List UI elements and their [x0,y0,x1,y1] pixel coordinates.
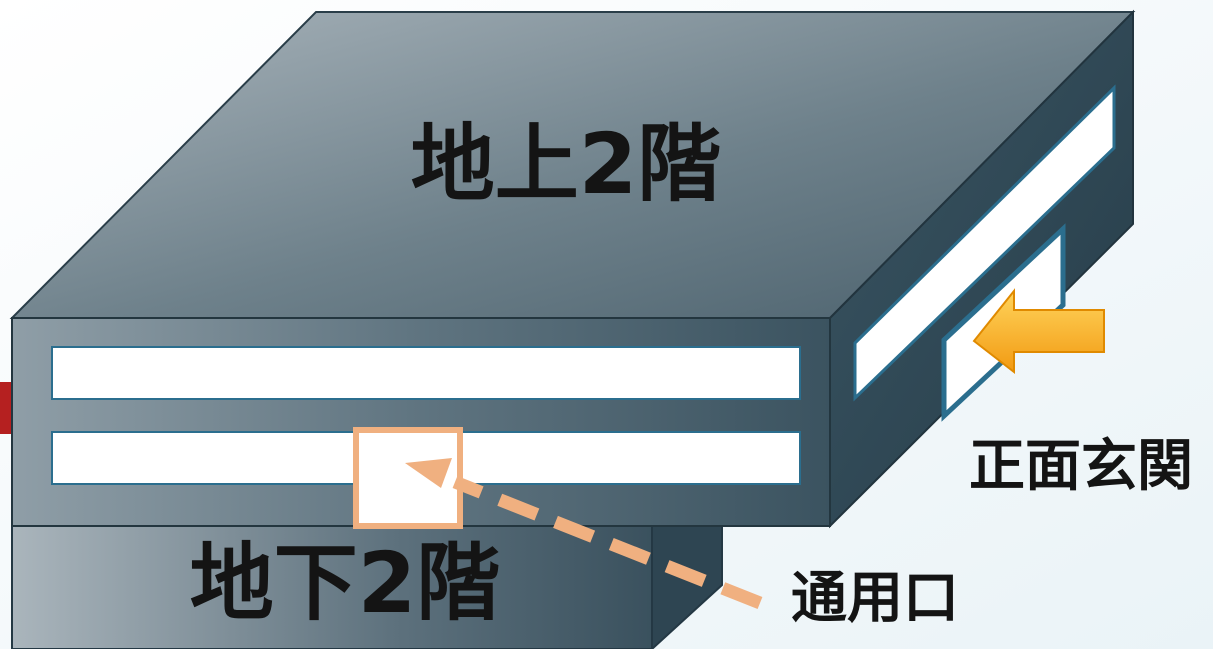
main-entrance-label: 正面玄関 [969,434,1193,499]
service-entrance-label: 通用口 [791,566,959,631]
upper-floor-label: 地上2階 [411,115,721,213]
front-window-upper [51,346,801,400]
arrow-left-icon [972,288,1105,375]
lower-floor-label: 地下2階 [190,534,500,632]
service-entrance-door [353,427,463,529]
side-window [853,84,1116,402]
dashed-arrow-up-left-icon [405,458,763,610]
side-marker [0,382,14,434]
